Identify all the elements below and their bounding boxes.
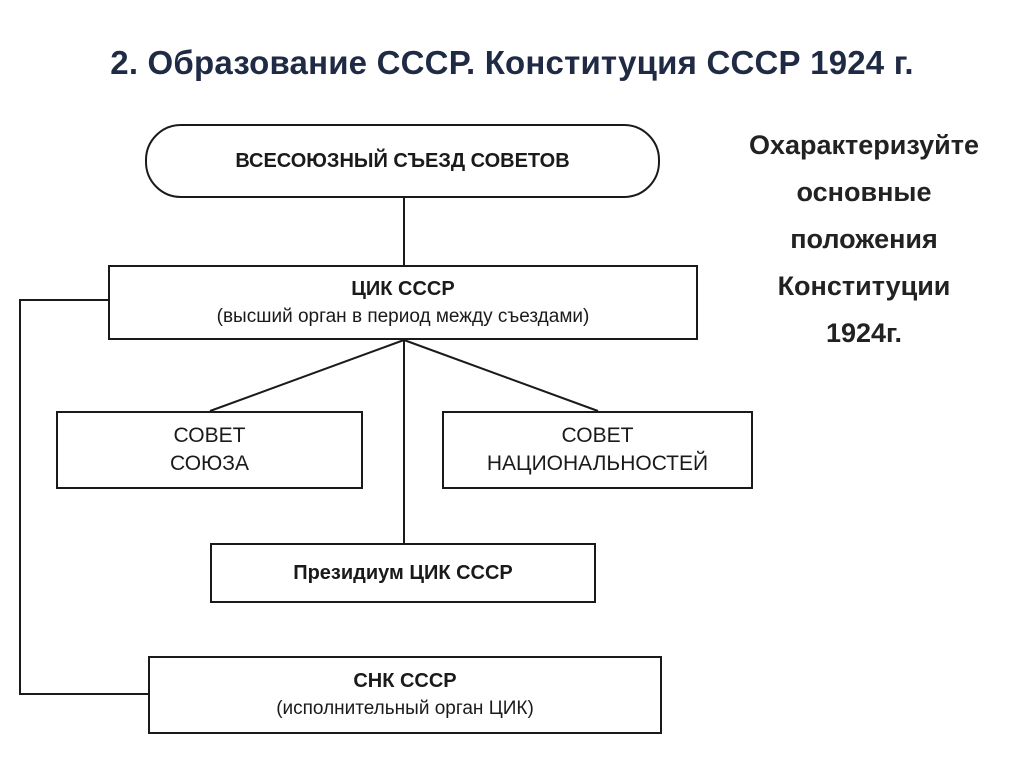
council-union-line2: СОЮЗА [170, 452, 249, 475]
cik-box: ЦИК СССР (высший орган в период между съ… [108, 265, 698, 340]
slide-title: 2. Образование СССР. Конституция СССР 19… [110, 44, 914, 81]
council-nationalities-line2: НАЦИОНАЛЬНОСТЕЙ [486, 452, 709, 475]
snk-name: СНК СССР [353, 670, 457, 692]
snk-description: (исполнительный орган ЦИК) [276, 698, 534, 719]
presidium-box: Президиум ЦИК СССР [210, 543, 596, 603]
congress-label: ВСЕСОЮЗНЫЙ СЪЕЗД СОВЕТОВ [235, 150, 570, 172]
connector-cik-council-union [209, 339, 405, 412]
connector-cik-council-nationalities [403, 339, 599, 412]
cik-name: ЦИК СССР [351, 277, 455, 300]
presidium-label: Президиум ЦИК СССР [293, 562, 513, 584]
task-prompt: Охарактеризуйте основные положения Конст… [749, 130, 979, 348]
congress-box: ВСЕСОЮЗНЫЙ СЪЕЗД СОВЕТОВ [145, 124, 660, 198]
cik-description: (высший орган в период между съездами) [216, 305, 590, 327]
snk-box: СНК СССР (исполнительный орган ЦИК) [148, 656, 662, 734]
council-nationalities-box: СОВЕТ НАЦИОНАЛЬНОСТЕЙ [442, 411, 753, 489]
council-union-box: СОВЕТ СОЮЗА [56, 411, 363, 489]
council-union-line1: СОВЕТ [173, 424, 246, 447]
council-nationalities-line1: СОВЕТ [561, 424, 634, 447]
connector-cik-snk [19, 299, 148, 695]
